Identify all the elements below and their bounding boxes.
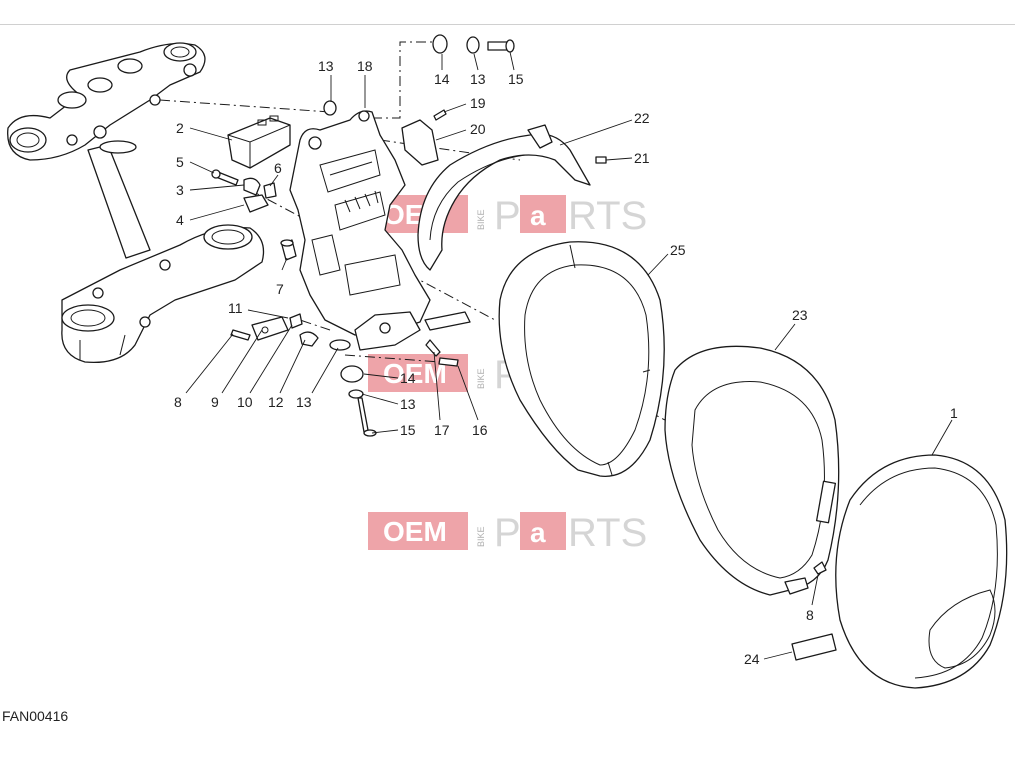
callout-11: 11 — [228, 300, 243, 316]
callout-18: 18 — [357, 58, 373, 74]
part-23-shell — [664, 345, 840, 596]
svg-text:P: P — [494, 194, 521, 238]
svg-text:a: a — [530, 200, 546, 231]
part-2-module — [227, 115, 291, 169]
callout-10: 10 — [237, 394, 253, 410]
callouts: 1 2 3 4 5 6 7 8 8 9 10 11 12 13 13 13 13… — [174, 58, 958, 667]
svg-text:RTS: RTS — [568, 511, 647, 555]
svg-text:P: P — [494, 511, 521, 555]
callout-1: 1 — [950, 405, 958, 421]
callout-23: 23 — [792, 307, 808, 323]
watermark-1: OEM BIKE P a RTS — [368, 194, 647, 238]
callout-13-b: 13 — [470, 71, 486, 87]
callout-8-right: 8 — [806, 607, 814, 623]
figure-code: FAN00416 — [2, 708, 69, 724]
part-8-screw-right — [813, 561, 827, 575]
callout-25: 25 — [670, 242, 686, 258]
svg-text:BIKE: BIKE — [476, 526, 486, 547]
callout-4: 4 — [176, 212, 184, 228]
svg-text:RTS: RTS — [568, 194, 647, 238]
callout-9: 9 — [211, 394, 219, 410]
callout-19: 19 — [470, 95, 486, 111]
callout-15-b: 15 — [400, 422, 416, 438]
triple-clamp-assembly — [7, 42, 265, 364]
svg-text:a: a — [530, 517, 546, 548]
svg-text:BIKE: BIKE — [476, 368, 486, 389]
callout-13-d: 13 — [400, 396, 416, 412]
callout-13-a: 13 — [318, 58, 334, 74]
watermark-3: OEM BIKE P a RTS — [368, 511, 647, 555]
callout-14-a: 14 — [434, 71, 450, 87]
leader-lines — [185, 51, 953, 660]
part-25-rim — [498, 241, 665, 477]
headlight-bracket — [289, 110, 471, 351]
callout-5: 5 — [176, 154, 184, 170]
part-20-bracket — [401, 119, 439, 166]
callout-6: 6 — [274, 160, 282, 176]
svg-text:BIKE: BIKE — [476, 209, 486, 230]
callout-15-a: 15 — [508, 71, 524, 87]
hardware-top — [323, 34, 607, 164]
callout-8-left: 8 — [174, 394, 182, 410]
callout-20: 20 — [470, 121, 486, 137]
callout-7: 7 — [276, 281, 284, 297]
part-24-label — [791, 633, 837, 661]
callout-12: 12 — [268, 394, 284, 410]
part-1-lens — [835, 454, 1008, 689]
callout-13-c: 13 — [296, 394, 312, 410]
callout-21: 21 — [634, 150, 650, 166]
callout-2: 2 — [176, 120, 184, 136]
hardware-cluster-left — [211, 169, 297, 261]
svg-text:OEM: OEM — [383, 516, 447, 547]
callout-22: 22 — [634, 110, 650, 126]
top-rule — [0, 24, 1015, 25]
callout-24: 24 — [744, 651, 760, 667]
part-22-cover — [417, 124, 591, 271]
callout-17: 17 — [434, 422, 450, 438]
callout-14-b: 14 — [400, 370, 416, 386]
callout-16: 16 — [472, 422, 488, 438]
callout-3: 3 — [176, 182, 184, 198]
